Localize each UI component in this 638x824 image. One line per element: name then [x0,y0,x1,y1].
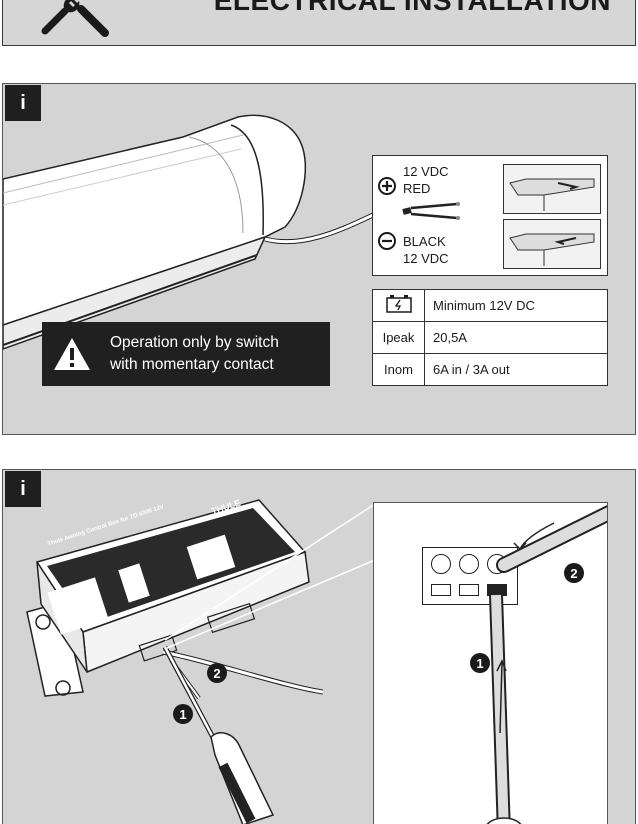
battery-icon [385,295,412,313]
positive-voltage-label: 12 VDC [403,164,449,179]
spec-row-inom: Inom 6A in / 3A out [372,353,608,386]
awning-close-thumbnail [503,219,601,269]
detail-step-1-marker: 1 [470,653,490,673]
minus-icon [378,232,396,250]
spec-key: Ipeak [372,321,425,354]
awning-illustration [3,114,373,350]
spec-value: Minimum 12V DC [424,289,608,322]
wrench-screwdriver-icon [41,0,109,37]
info-badge: i [5,85,41,121]
page-title: ELECTRICAL INSTALLATION [213,0,611,16]
warning-box: Operation only by switch with momentary … [42,322,330,386]
spec-row-ipeak: Ipeak 20,5A [372,321,608,354]
terminal-detail-box: 1 2 [373,502,608,824]
positive-color-label: RED [403,181,431,196]
control-box-illustration [26,499,323,700]
spec-table: Minimum 12V DC Ipeak 20,5A Inom 6A in / … [372,289,608,386]
wiring-diagram-box: 12 VDC RED BLACK 12 VDC [372,155,608,276]
negative-voltage-label: 12 VDC [403,251,449,266]
negative-color-label: BLACK [403,234,446,249]
plus-icon [378,177,396,195]
cable-end-illustration [402,202,460,220]
info-badge: i [5,471,41,507]
warning-icon [54,338,90,370]
warning-line-1: Operation only by switch [110,334,279,351]
section-header: ELECTRICAL INSTALLATION [2,0,636,46]
detail-illustration [486,505,607,824]
screwdriver-illustration [163,645,275,824]
awning-open-thumbnail [503,164,601,214]
spec-key-cell [372,289,425,322]
terminal-block [422,547,518,605]
warning-line-2: with momentary contact [110,356,274,373]
panel-control-box: i THULE Thule Awning Control Box for TO … [2,469,636,824]
detail-step-2-marker: 2 [564,563,584,583]
step-2-marker: 2 [207,663,227,683]
spec-value: 20,5A [424,321,608,354]
panel-awning-wiring: i 12 VDC RED BLACK 12 VDC [2,83,636,435]
callout-lines [164,503,376,649]
step-1-marker: 1 [173,704,193,724]
spec-value: 6A in / 3A out [424,353,608,386]
warning-text: Operation only by switch with momentary … [110,332,279,376]
spec-key: Inom [372,353,425,386]
spec-row-voltage: Minimum 12V DC [372,289,608,322]
